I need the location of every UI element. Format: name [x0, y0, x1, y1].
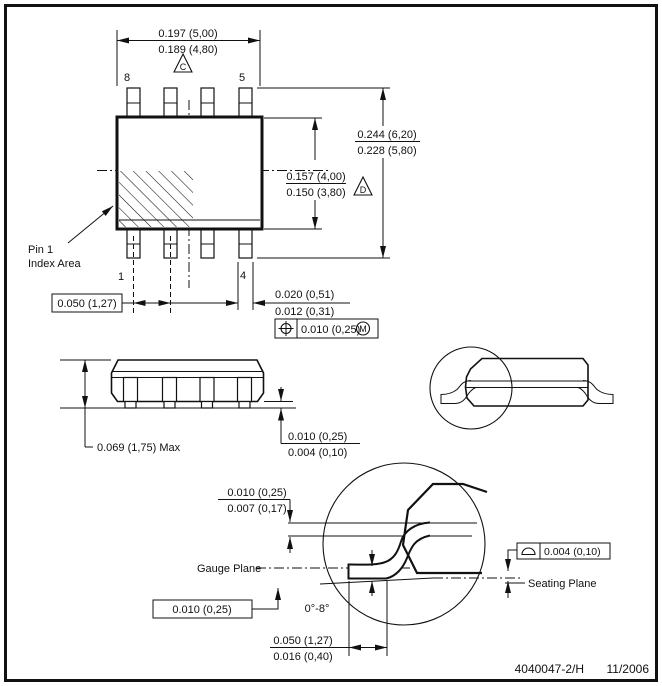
drawing-number: 4040047-2/H [515, 662, 584, 676]
end-view [429, 346, 614, 430]
fcf-modifier-letter: M [359, 324, 367, 334]
pin1-leader-arrow [67, 205, 114, 244]
side-body-outline [110, 359, 265, 403]
pin1-index-callout: Pin 1 Index Area [28, 205, 114, 270]
mmc-modifier-icon [355, 321, 371, 336]
dim-pitch-value: 0.050 (1,27) [57, 298, 116, 310]
gauge-plane-label: Gauge Plane [197, 563, 261, 575]
rev-triangle-d [353, 175, 373, 196]
dim-standoff-max: 0.010 (0,25) [288, 431, 347, 443]
pin1-index-hatch [119, 171, 193, 227]
feature-control-frame: 0.010 (0,25) M [274, 318, 379, 339]
flatness-tolerance-value: 0.004 (0,10) [544, 546, 601, 558]
dim-lead-width: 0.020 (0,51) 0.012 (0,31) 0.010 (0,25) M [170, 262, 379, 339]
flatness-control-frame: 0.004 (0,10) [516, 542, 611, 560]
surface-profile-symbol-icon [521, 547, 536, 556]
side-leads [122, 376, 253, 409]
dim-pitch: 0.050 (1,27) [51, 236, 171, 313]
dim-lead-thickness-min: 0.007 (0,17) [227, 503, 286, 515]
dim-lead-thickness-max: 0.010 (0,25) [227, 487, 286, 499]
dim-width-min: 0.189 (4,80) [158, 44, 217, 56]
dim-width-max: 0.197 (5,00) [158, 28, 217, 40]
fcf-tolerance-value: 0.010 (0,25) [301, 324, 360, 336]
dim-span-max: 0.244 (6,20) [357, 129, 416, 141]
dim-standoff: 0.010 (0,25) 0.004 (0,10) [264, 387, 360, 459]
rev-triangle-c [173, 52, 193, 73]
side-view: 0.069 (1,75) Max 0.010 (0,25) 0.004 (0,1… [60, 359, 360, 459]
pin1-index-label-1: Pin 1 [28, 244, 53, 256]
pin-8-number: 8 [124, 72, 130, 84]
pin-1-number: 1 [118, 271, 124, 283]
detail-lead-profile [347, 521, 431, 580]
dim-gauge-length: 0.010 (0,25) [152, 550, 375, 619]
end-right-lead [577, 380, 614, 404]
pin1-index-label-2: Index Area [28, 258, 81, 270]
dim-body-length: 0.157 (4,00) 0.150 (3,80) D [264, 117, 373, 230]
seating-plane-callout: Seating Plane 0.004 (0,10) [505, 542, 611, 598]
dim-lead-thickness: 0.010 (0,25) 0.007 (0,17) [218, 487, 293, 553]
detail-view-circle [322, 462, 486, 626]
title-block: 4040047-2/H 11/2006 [515, 662, 650, 676]
dim-foot-length-min: 0.016 (0,40) [273, 651, 332, 663]
detail-body-edge [401, 482, 488, 575]
dim-foot-length-max: 0.050 (1,27) [273, 635, 332, 647]
lead-angle-range: 0°-8° [305, 603, 330, 615]
dim-package-height: 0.069 (1,75) Max [60, 359, 296, 454]
dim-lead-width-max: 0.020 (0,51) [275, 289, 334, 301]
pin-4-number: 4 [240, 270, 246, 282]
dim-span-min: 0.228 (5,80) [357, 145, 416, 157]
angle-reference-line [319, 577, 434, 585]
dim-body-width: 0.197 (5,00) 0.189 (4,80) C [116, 28, 261, 86]
rev-triangle-c-label: C [180, 62, 187, 72]
dim-standoff-min: 0.004 (0,10) [288, 447, 347, 459]
dim-foot-length: 0.050 (1,27) 0.016 (0,40) [270, 581, 388, 663]
dim-gauge-length-value: 0.010 (0,25) [172, 604, 231, 616]
lead-detail-view: 0.010 (0,25) 0.007 (0,17) Gauge Plane 0.… [152, 462, 611, 663]
dim-lead-width-min: 0.012 (0,31) [275, 306, 334, 318]
pin-5-number: 5 [239, 72, 245, 84]
end-body-outline [464, 357, 589, 407]
seating-plane-label: Seating Plane [528, 578, 597, 590]
end-left-lead [440, 380, 477, 404]
bottom-pins [126, 228, 253, 259]
detail-callout-circle [429, 346, 513, 430]
dim-body-min: 0.150 (3,80) [286, 187, 345, 199]
dim-height-value: 0.069 (1,75) Max [97, 442, 181, 454]
top-view: 8 5 1 4 Pin 1 Index Area 0.197 (5,00) 0.… [28, 28, 420, 339]
dim-lead-span: 0.244 (6,20) 0.228 (5,80) [257, 87, 420, 259]
rev-triangle-d-label: D [360, 185, 367, 195]
drawing-date: 11/2006 [607, 662, 650, 676]
drawing-border-frame [4, 4, 658, 682]
dim-body-max: 0.157 (4,00) [286, 171, 345, 183]
